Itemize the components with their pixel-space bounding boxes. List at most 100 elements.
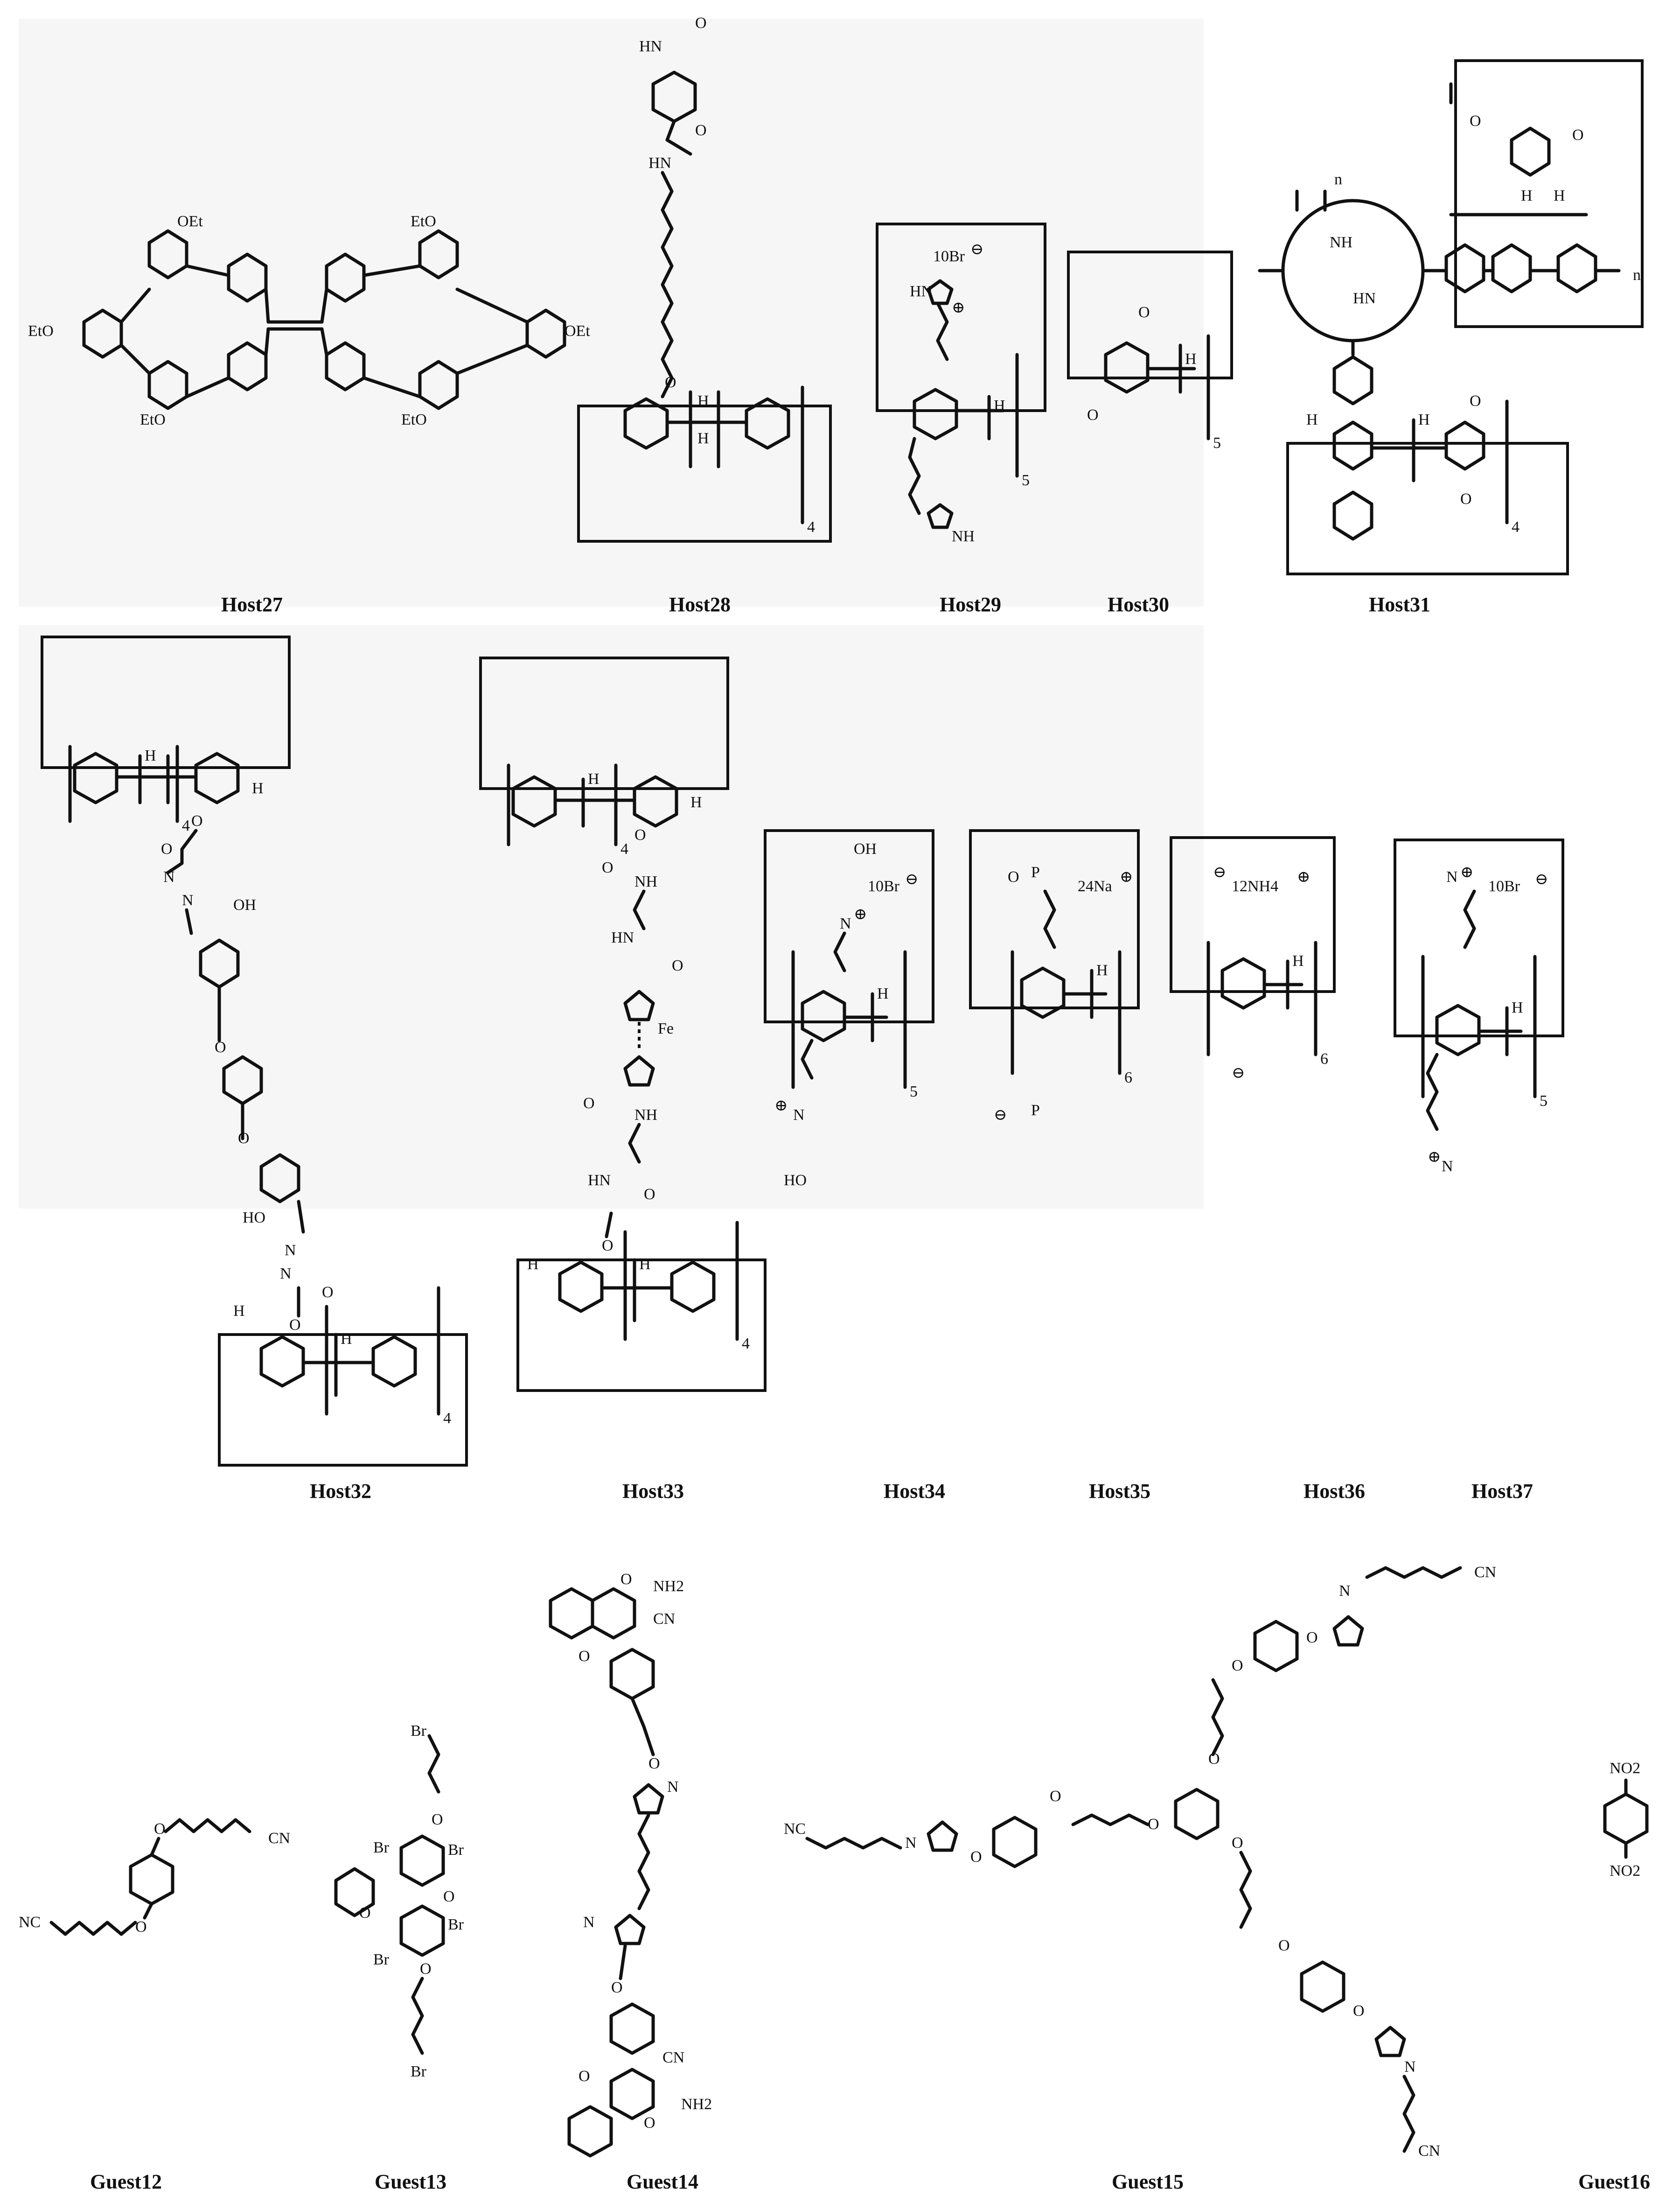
host29-hn: HN (910, 283, 933, 300)
guest15-lower-o-1: O (1278, 1937, 1290, 1954)
host33-h-4: H (639, 1256, 651, 1273)
host33-h-3: H (527, 1256, 539, 1273)
host36-counterion: 12NH4 (1232, 878, 1278, 895)
guest15-core-o-2: O (1148, 1816, 1159, 1833)
guest15-upper-cn: CN (1474, 1564, 1496, 1581)
host32-h-3: H (233, 1302, 245, 1320)
host31-nh-1: NH (1330, 234, 1352, 251)
host28-hn: HN (639, 38, 662, 55)
host33-h-1: H (588, 770, 600, 788)
host33-o-2: O (602, 1237, 613, 1254)
host29-h: H (994, 397, 1005, 414)
guest14-triazole-n-top: N (667, 1778, 679, 1796)
guest14-ether-bottom: O (611, 1979, 623, 1996)
host37-plus-top: ⊕ (1460, 864, 1474, 881)
host33-top-frame (479, 657, 729, 790)
host37-repeat-5: 5 (1540, 1092, 1548, 1110)
host28-structure: HN O O HN O H H 4 (577, 14, 832, 543)
host33-nh-1: NH (634, 873, 657, 890)
guest16-no2-bottom: NO2 (1610, 1862, 1640, 1880)
guest15-upper-o-1: O (1232, 1657, 1243, 1674)
guest13-br-4: Br (448, 1916, 464, 1933)
guest13-o-1: O (432, 1811, 443, 1828)
host31-o-1: O (1470, 112, 1481, 130)
host32-h-2: H (252, 780, 264, 797)
guest14-structure: O NH2 CN O O N N O CN NH2 O O (549, 1571, 712, 2158)
host34-n-bottom: N (793, 1106, 805, 1124)
host31-structure: NH HN n n O O H H H H O O 4 (1258, 59, 1644, 575)
host28-amide-hn: HN (648, 154, 671, 172)
guest14-triazole-n-bottom: N (583, 1914, 595, 1931)
host34-repeat-5: 5 (910, 1083, 918, 1100)
host27-eto-bottom-right: EtO (401, 411, 427, 428)
host27-label: Host27 (221, 593, 283, 616)
guest15-left-o-2: O (970, 1848, 982, 1866)
host32-o-3: O (238, 1130, 250, 1147)
host32-ho-2: HO (243, 1209, 265, 1226)
guest15-left-o-1: O (1050, 1788, 1061, 1805)
host36-repeat-6: 6 (1320, 1050, 1328, 1068)
host29-nh: NH (952, 528, 975, 545)
host34-n-top: N (840, 915, 851, 932)
host31-n-right: n (1633, 266, 1641, 284)
host33-nh-2: NH (634, 1106, 657, 1124)
host36-h: H (1292, 952, 1304, 970)
host31-bottom-frame (1286, 442, 1569, 575)
host37-counterion: 10Br (1488, 878, 1520, 895)
host31-label: Host31 (1369, 593, 1430, 616)
host35-minus-bottom: ⊖ (994, 1106, 1007, 1124)
host32-label: Host32 (310, 1480, 371, 1503)
host28-ether-o: O (665, 374, 676, 391)
host27-eto-top: EtO (411, 213, 436, 230)
host28-amide-o: O (695, 122, 707, 139)
host33-hn-2: HN (588, 1172, 611, 1189)
host31-h-3: H (1306, 411, 1318, 428)
host35-p-top: P (1031, 864, 1040, 881)
host33-amide-o-3: O (583, 1095, 595, 1112)
guest12-o-bottom: O (135, 1918, 147, 1936)
guest15-lower-o-2: O (1353, 2002, 1365, 2020)
host29-repeat-5: 5 (1022, 472, 1030, 489)
host31-n-top: n (1334, 171, 1342, 188)
host30-repeat-5: 5 (1213, 434, 1221, 452)
guest14-o-ring-top: O (620, 1571, 632, 1588)
guest14-cn-top: CN (653, 1610, 675, 1628)
host29-label: Host29 (940, 593, 1001, 616)
host36-label: Host36 (1304, 1480, 1365, 1503)
host30-label: Host30 (1108, 593, 1169, 616)
host32-h-4: H (341, 1330, 352, 1348)
host35-plus: ⊕ (1120, 868, 1133, 886)
guest14-label: Guest14 (627, 2170, 698, 2193)
host35-frame (969, 829, 1140, 1009)
host33-amide-o-1: O (602, 859, 613, 876)
host29-plus: ⊕ (952, 299, 965, 316)
guest15-lower-triazole-n: N (1404, 2058, 1416, 2076)
host34-plus-top: ⊕ (854, 906, 867, 923)
guest15-upper-triazole-n: N (1339, 1582, 1351, 1600)
host27-eto-bottom: EtO (140, 411, 166, 428)
host33-h-2: H (690, 794, 702, 811)
host35-p-bottom: P (1031, 1102, 1040, 1119)
host37-plus-bottom: ⊕ (1428, 1148, 1441, 1166)
host37-n-bottom: N (1442, 1158, 1453, 1175)
host31-o-3: O (1470, 392, 1481, 410)
host35-structure: O P 24Na ⊕ H 6 P ⊖ (969, 829, 1140, 1124)
guest13-o-2: O (443, 1888, 455, 1905)
host31-repeat-4: 4 (1512, 518, 1520, 536)
host31-h-1: H (1521, 187, 1533, 204)
host32-n-4: N (280, 1265, 292, 1282)
host31-h-4: H (1418, 411, 1430, 428)
host34-counterion: 10Br (868, 878, 900, 895)
host35-repeat-6: 6 (1124, 1069, 1132, 1086)
host31-h-2: H (1554, 187, 1565, 204)
guest13-br-top: Br (411, 1722, 427, 1740)
host32-amide-o-1: O (161, 840, 173, 858)
guest13-br-5: Br (373, 1951, 390, 1968)
host28-label: Host28 (669, 593, 731, 616)
host33-o-1: O (634, 826, 646, 844)
host37-structure: N ⊕ 10Br ⊖ H 5 N ⊕ (1394, 839, 1564, 1175)
host37-n-top: N (1446, 868, 1458, 886)
host32-structure: H H 4 O O N N OH O O HO N N O O H H 4 (41, 636, 468, 1467)
guest16-label: Guest16 (1578, 2170, 1650, 2193)
